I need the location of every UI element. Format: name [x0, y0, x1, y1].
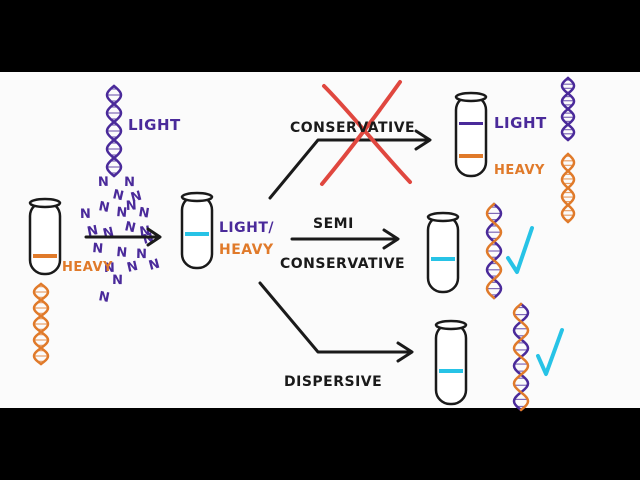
dna-helix-icon [560, 152, 576, 224]
label-semi: SEMI [313, 216, 354, 232]
nitrogen-symbol: N [98, 175, 109, 190]
nitrogen-symbol: N [111, 187, 125, 204]
label-semi-conservative: CONSERVATIVE [280, 256, 405, 272]
check-mark-icon [536, 328, 564, 376]
hybrid-band [439, 369, 463, 373]
label-dispersive: DISPERSIVE [284, 374, 382, 390]
nitrogen-symbol: N [92, 241, 104, 257]
nitrogen-symbol: N [123, 219, 137, 236]
arrow-icon [258, 281, 414, 363]
x-mark-icon [320, 80, 412, 186]
label-heavy-result: HEAVY [494, 163, 545, 178]
nitrogen-symbol: N [129, 189, 143, 206]
test-tube-dispersive [434, 319, 468, 406]
test-tube-conservative [454, 91, 488, 178]
nitrogen-symbol: N [126, 259, 140, 276]
label-heavy-start: HEAVY [62, 260, 113, 275]
label-light-top: LIGHT [128, 116, 181, 134]
nitrogen-symbol: N [147, 257, 161, 274]
label-conservative: CONSERVATIVE [290, 120, 415, 136]
arrow-icon [290, 228, 400, 250]
heavy-band [459, 154, 483, 158]
nitrogen-symbol: N [116, 245, 128, 261]
test-tube-start [28, 197, 62, 276]
dna-layer [32, 76, 576, 412]
dna-helix-icon [485, 202, 503, 300]
nitrogen-symbol: N [137, 205, 150, 222]
nitrogen-symbol: N [97, 199, 111, 216]
nitrogen-symbol: N [97, 289, 111, 306]
hybrid-band [431, 257, 455, 261]
check-mark-icon [506, 226, 534, 274]
dna-helix-icon [512, 302, 530, 412]
nitrogen-symbol: N [104, 261, 115, 276]
nitrogen-symbol: N [136, 247, 147, 262]
arrow-icon [268, 129, 432, 200]
nitrogen-symbol: N [80, 207, 91, 222]
dna-helix-icon [32, 282, 50, 366]
dna-helix-icon [560, 76, 576, 142]
test-tube-semi-conservative [426, 211, 460, 294]
test-tube-middle [180, 191, 214, 270]
arrow-icon [84, 227, 162, 247]
nitrogen-symbol: N [125, 198, 137, 214]
nitrogen-symbol: N [102, 225, 116, 242]
nitrogen-symbol: N [116, 205, 128, 221]
label-light-slash: LIGHT/ [219, 220, 274, 236]
light-band [459, 122, 483, 125]
hybrid-band [185, 232, 209, 236]
label-heavy-mid: HEAVY [219, 242, 274, 258]
dna-helix-icon [105, 84, 123, 178]
nitrogen-symbol: N [124, 175, 135, 190]
heavy-band [33, 254, 57, 258]
nitrogen-symbol: N [112, 273, 123, 288]
label-light-result: LIGHT [494, 114, 547, 132]
